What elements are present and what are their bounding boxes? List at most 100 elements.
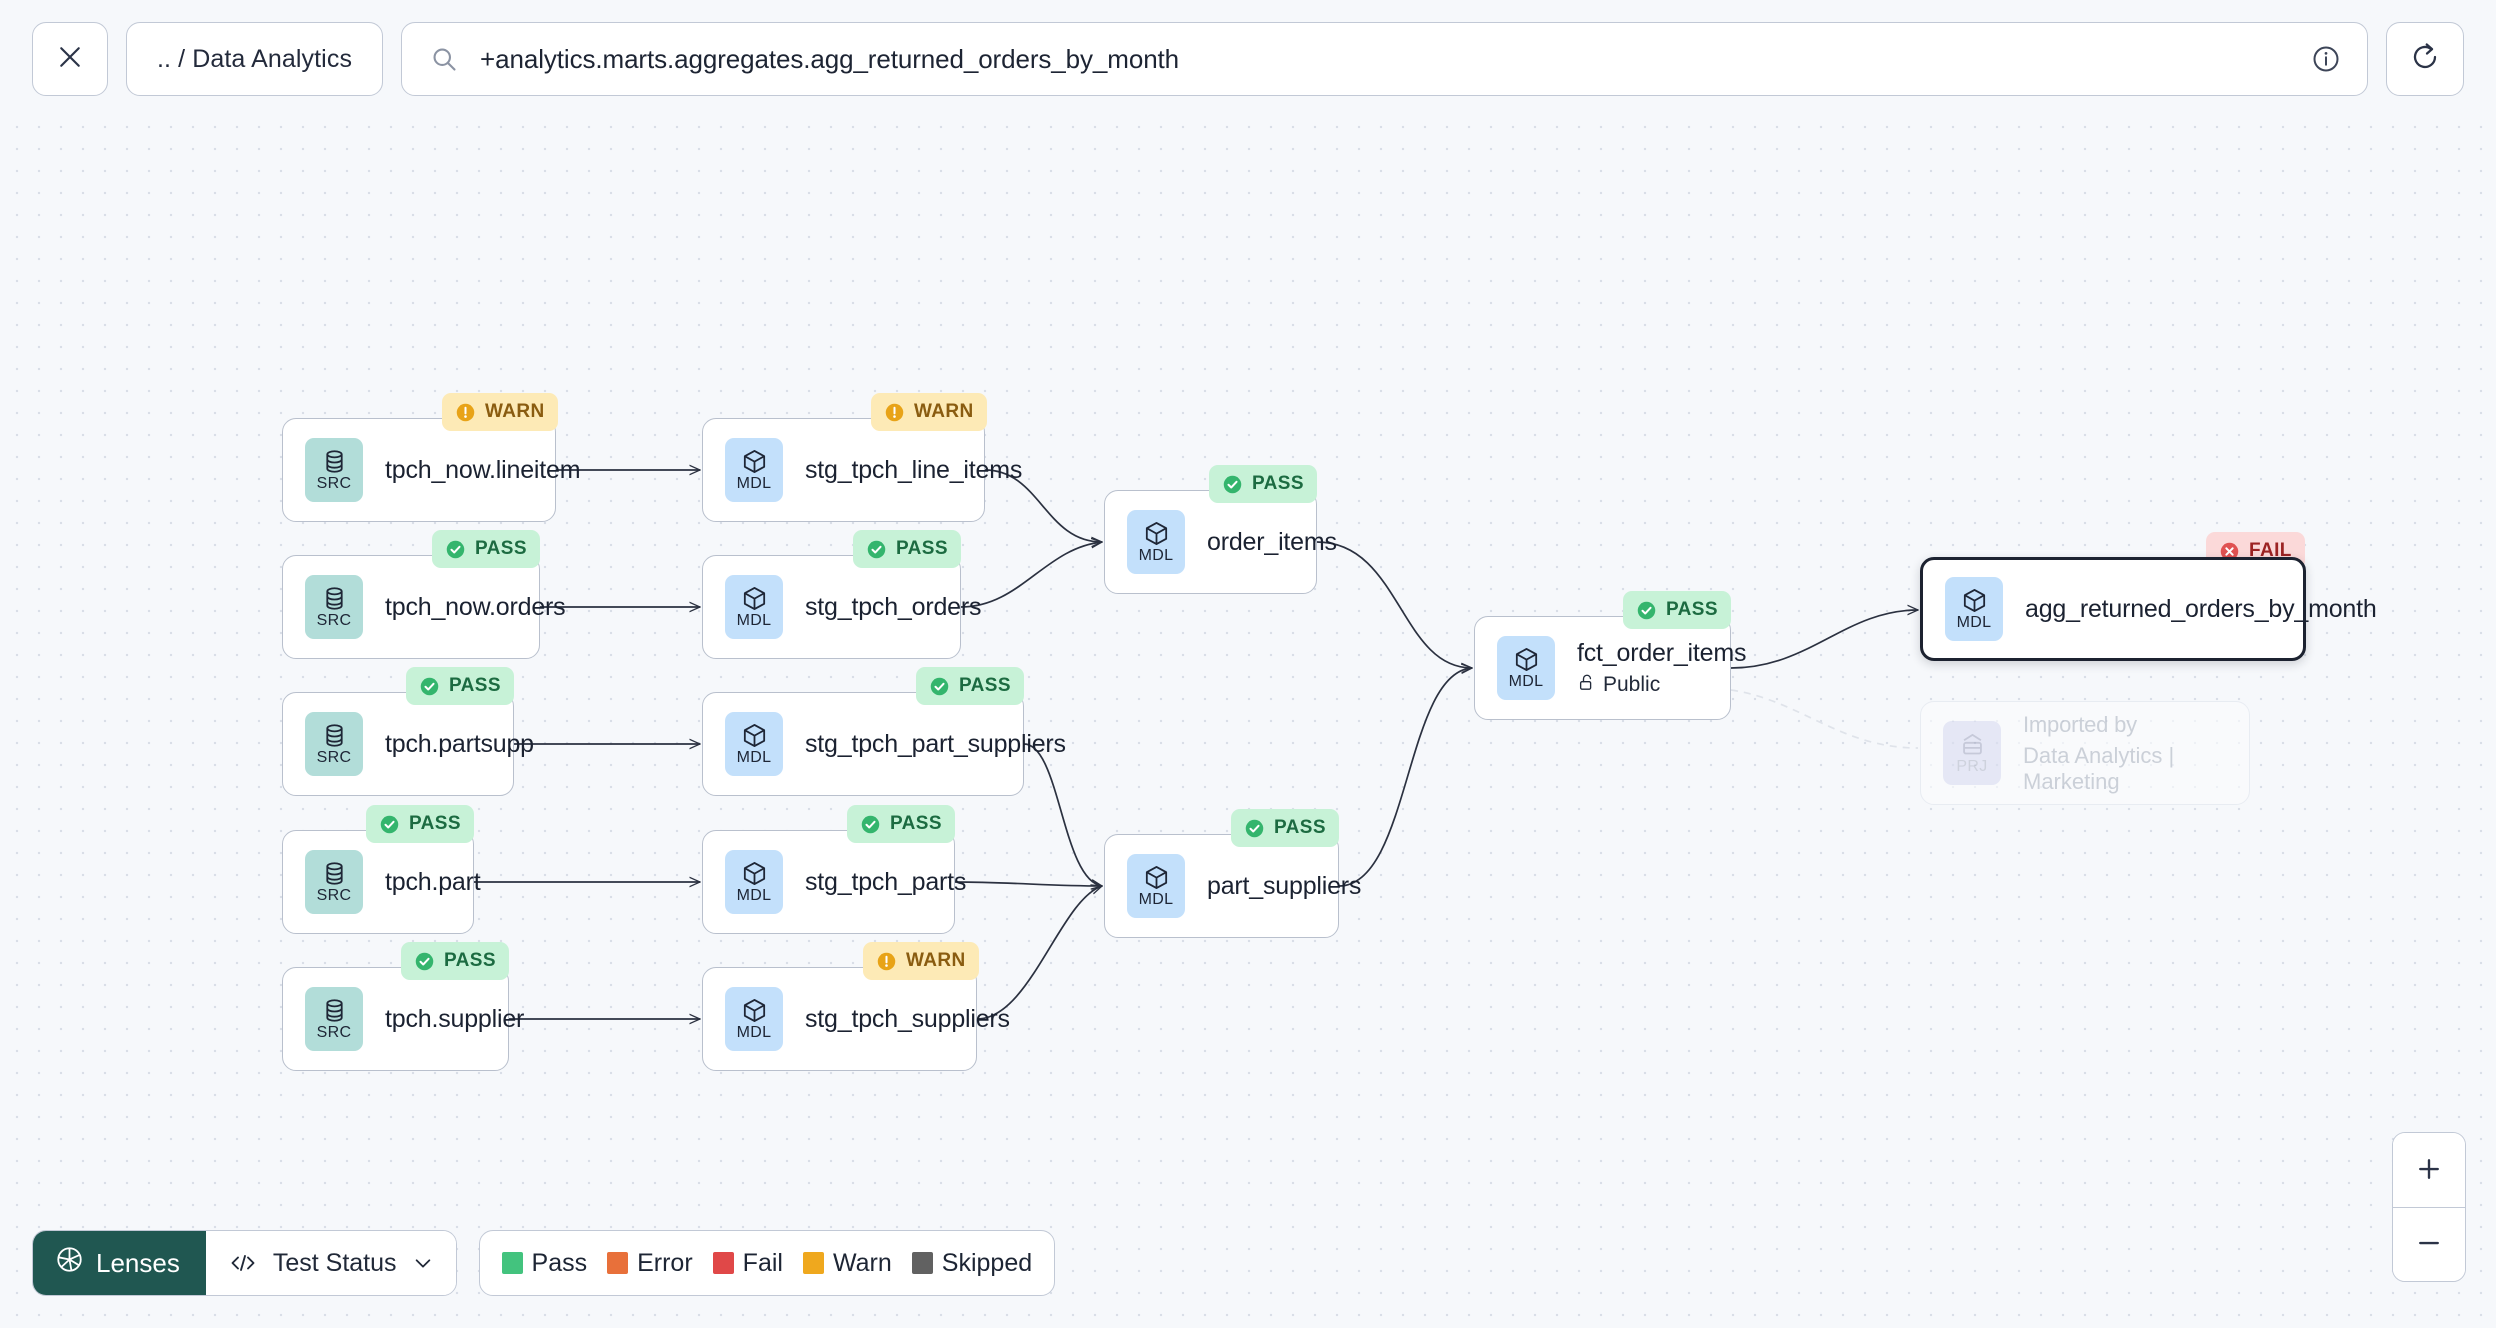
node-label: tpch_now.orders [385, 592, 566, 621]
test-status-dropdown[interactable]: Test Status [205, 1231, 456, 1295]
node-label: tpch.part [385, 867, 481, 896]
lineage-node-tpch_now_orders[interactable]: SRC tpch_now.orders [282, 555, 566, 659]
legend-item-fail[interactable]: Fail [712, 1248, 783, 1278]
zoom-controls [2392, 1132, 2466, 1282]
src-node-type-icon: SRC [305, 575, 363, 639]
imported-by-label: Imported by [2023, 711, 2137, 737]
code-icon [228, 1251, 258, 1275]
close-icon [55, 42, 85, 77]
legend-swatch-fail [712, 1252, 734, 1274]
node-body: order_items [1207, 528, 1337, 557]
status-badge-pass[interactable]: PASS [916, 667, 1024, 705]
legend-label: Pass [531, 1248, 588, 1277]
status-pass-icon [445, 539, 466, 560]
node-body: tpch_now.lineitem [385, 456, 581, 485]
status-badge-pass[interactable]: PASS [406, 667, 514, 705]
lenses-button[interactable]: Lenses [33, 1231, 206, 1295]
mdl-node-type-icon: MDL [725, 712, 783, 776]
breadcrumb-label: .. / Data Analytics [157, 44, 353, 73]
zoom-out-button[interactable] [2393, 1207, 2465, 1281]
node-body: stg_tpch_suppliers [805, 1005, 1010, 1034]
status-pass-icon [866, 539, 887, 560]
legend-label: Error [637, 1248, 693, 1277]
lineage-edge [954, 882, 1102, 886]
legend-label: Warn [832, 1248, 892, 1277]
legend-item-error[interactable]: Error [607, 1249, 693, 1278]
search-bar[interactable]: +analytics.marts.aggregates.agg_returned… [401, 22, 2368, 96]
status-badge-warn[interactable]: WARN [863, 942, 979, 980]
node-type-tag: SRC [316, 1024, 352, 1041]
imported-by-project: Data Analytics | Marketing [2023, 742, 2175, 794]
lineage-node-order_items[interactable]: MDL order_items [1104, 490, 1337, 594]
node-body: tpch.supplier [385, 1005, 524, 1034]
node-label: tpch.partsupp [385, 729, 534, 758]
status-badge-warn[interactable]: WARN [871, 393, 987, 431]
node-label: stg_tpch_part_suppliers [805, 729, 1066, 758]
legend-item-warn[interactable]: Warn [802, 1248, 892, 1278]
node-type-tag: MDL [736, 612, 772, 629]
lineage-node-tpch_part[interactable]: SRC tpch.part [282, 830, 481, 934]
status-badge-label: PASS [1274, 817, 1326, 838]
status-badge-pass[interactable]: PASS [432, 530, 540, 568]
status-pass-icon [1222, 474, 1243, 495]
info-icon[interactable] [2311, 44, 2341, 74]
status-badge-label: PASS [475, 538, 527, 559]
status-badge-label: PASS [1666, 599, 1718, 620]
close-button[interactable] [32, 22, 108, 96]
status-badge-warn[interactable]: WARN [442, 393, 558, 431]
status-badge-label: PASS [1252, 473, 1304, 494]
node-type-tag: SRC [316, 612, 352, 629]
lineage-node-stg_tpch_part_suppliers[interactable]: MDL stg_tpch_part_suppliers [702, 692, 1066, 796]
status-pass-icon [1244, 818, 1265, 839]
legend-item-pass[interactable]: Pass [501, 1248, 588, 1278]
node-label: order_items [1207, 527, 1337, 556]
status-pass-icon [379, 814, 400, 835]
status-badge-pass[interactable]: PASS [1231, 809, 1339, 847]
legend-item-skipped[interactable]: Skipped [911, 1249, 1032, 1278]
lineage-edge [1338, 668, 1472, 887]
lineage-node-tpch_supplier[interactable]: SRC tpch.supplier [282, 967, 524, 1071]
node-body: Imported by Data Analytics | Marketing [2023, 712, 2249, 795]
status-badge-label: WARN [914, 401, 974, 422]
status-badge-pass[interactable]: PASS [1209, 465, 1317, 503]
status-badge-pass[interactable]: PASS [401, 942, 509, 980]
status-badge-label: PASS [449, 675, 501, 696]
node-type-tag: SRC [316, 887, 352, 904]
src-node-type-icon: SRC [305, 987, 363, 1051]
status-badge-pass[interactable]: PASS [366, 805, 474, 843]
node-type-tag: MDL [1138, 547, 1174, 564]
lineage-edge-ghost [1730, 689, 1919, 749]
node-label: part_suppliers [1207, 871, 1362, 900]
node-label: tpch.supplier [385, 1004, 525, 1033]
status-warn-icon [876, 951, 897, 972]
node-body: tpch.partsupp [385, 730, 534, 759]
mdl-node-type-icon: MDL [1945, 577, 2003, 641]
legend-label: Fail [742, 1248, 783, 1277]
mdl-node-type-icon: MDL [725, 575, 783, 639]
status-badge-label: PASS [959, 675, 1011, 696]
status-badge-label: PASS [896, 538, 948, 559]
status-badge-label: PASS [890, 813, 942, 834]
status-badge-label: PASS [409, 813, 461, 834]
status-badge-pass[interactable]: PASS [1623, 591, 1731, 629]
search-input[interactable]: +analytics.marts.aggregates.agg_returned… [480, 43, 1180, 74]
status-badge-pass[interactable]: PASS [847, 805, 955, 843]
status-fail-icon [2219, 541, 2240, 562]
test-status-label: Test Status [272, 1248, 397, 1277]
status-badge-pass[interactable]: PASS [853, 530, 961, 568]
zoom-in-button[interactable] [2393, 1133, 2465, 1207]
breadcrumb[interactable]: .. / Data Analytics [126, 22, 384, 96]
refresh-button[interactable] [2386, 22, 2464, 96]
